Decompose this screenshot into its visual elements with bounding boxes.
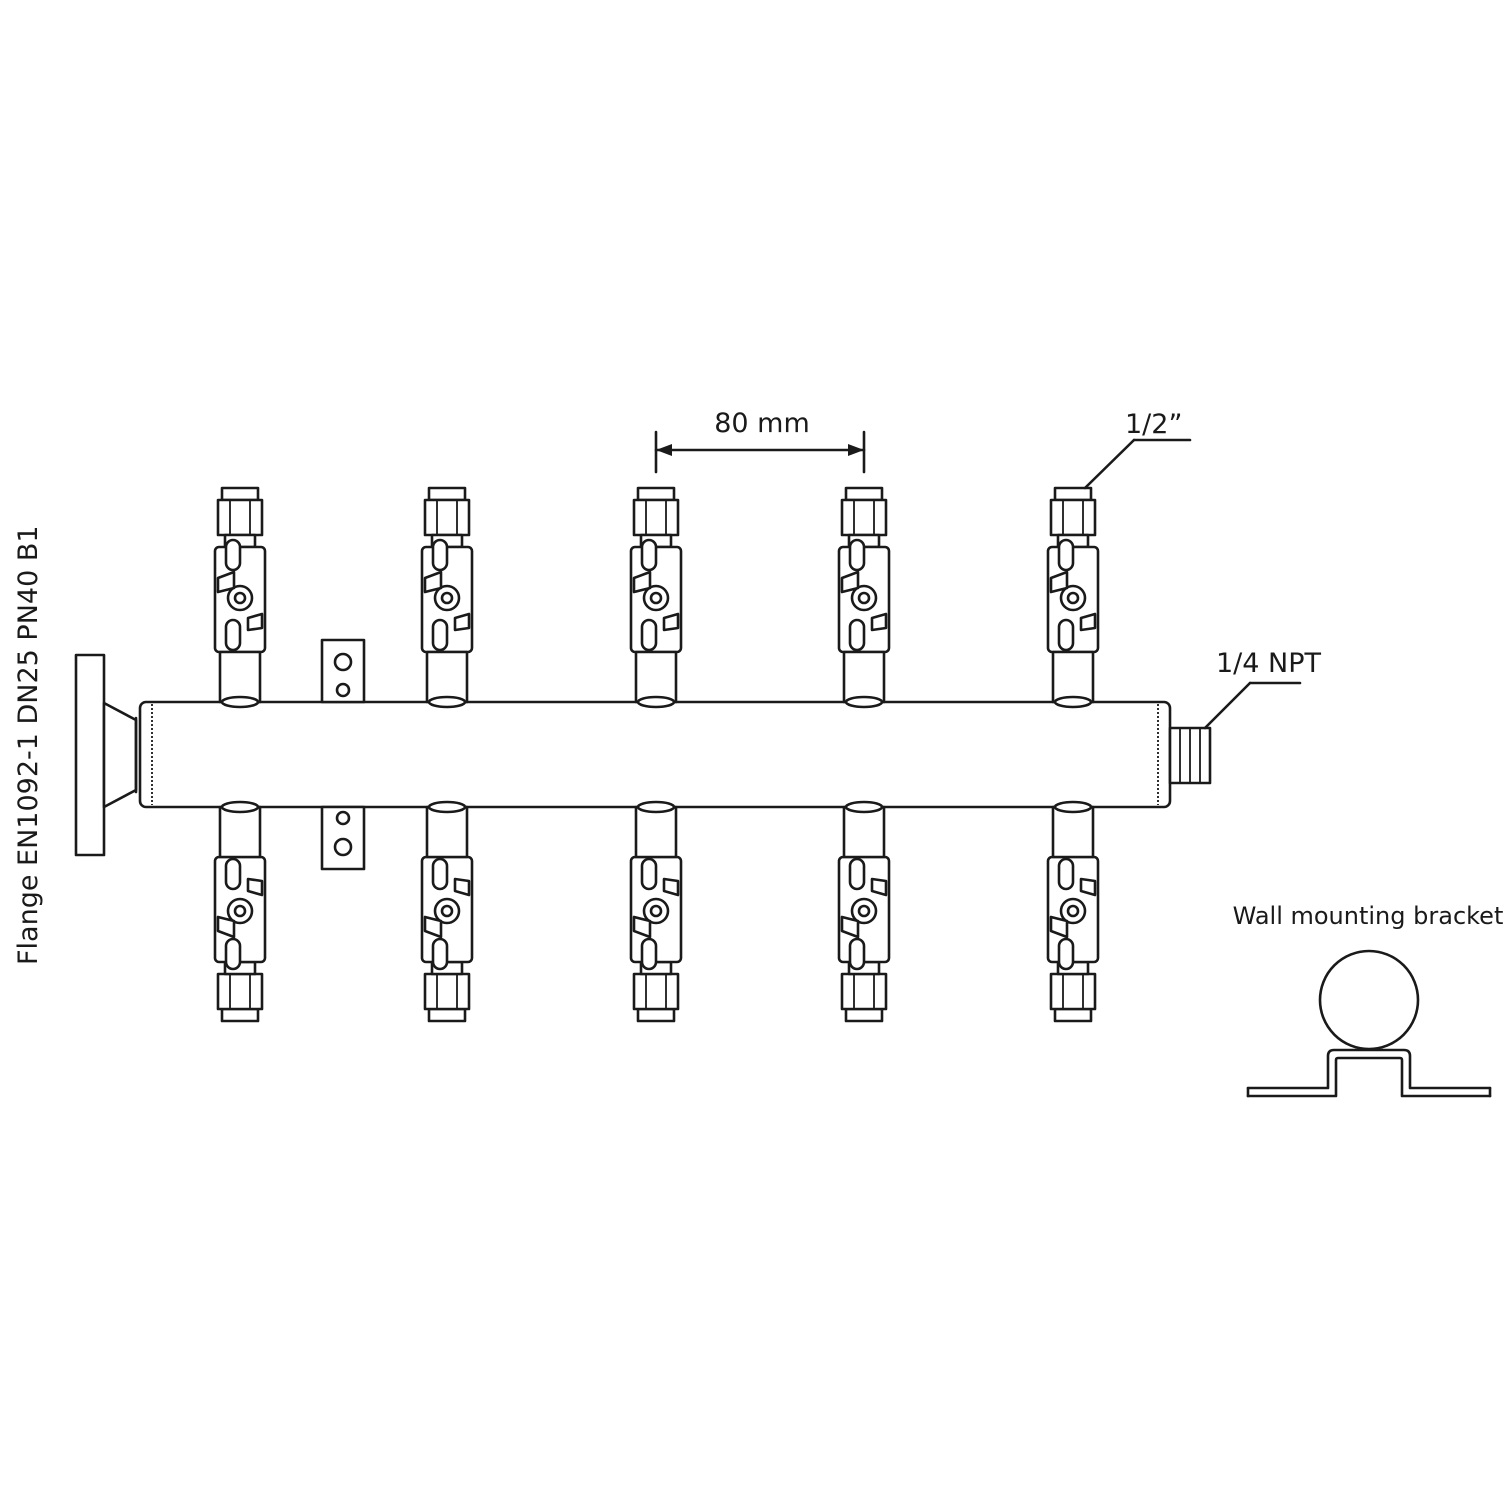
valve-top-3 [629,486,683,709]
flange-label: Flange EN1092-1 DN25 PN40 B1 [13,525,44,965]
valve-top-2 [420,486,474,709]
end-port-callout: 1/4 NPT [1203,648,1322,730]
valve-bottom-1 [213,800,267,1023]
valve-bottom-3 [629,800,683,1023]
end-port-label: 1/4 NPT [1216,648,1322,679]
valve-bottom-4 [837,800,891,1023]
valve-top-5 [1046,486,1100,709]
valve-bottom-2 [420,800,474,1023]
valve-top-4 [837,486,891,709]
pipe-bracket-bottom [320,805,366,871]
valve-top-1 [213,486,267,709]
end-plug [1168,726,1212,785]
bracket-detail: Wall mounting bracket [1233,902,1504,1098]
bracket-label: Wall mounting bracket [1233,902,1504,930]
spacing-label: 80 mm [714,408,810,439]
outlet-size-callout: 1/2” [1083,409,1192,490]
pipe-bracket-top [320,638,366,704]
flange [74,653,138,857]
header-pipe [138,700,1172,809]
outlet-size-label: 1/2” [1125,409,1182,440]
spacing-dimension: 80 mm [654,408,866,474]
valve-bottom-5 [1046,800,1100,1023]
